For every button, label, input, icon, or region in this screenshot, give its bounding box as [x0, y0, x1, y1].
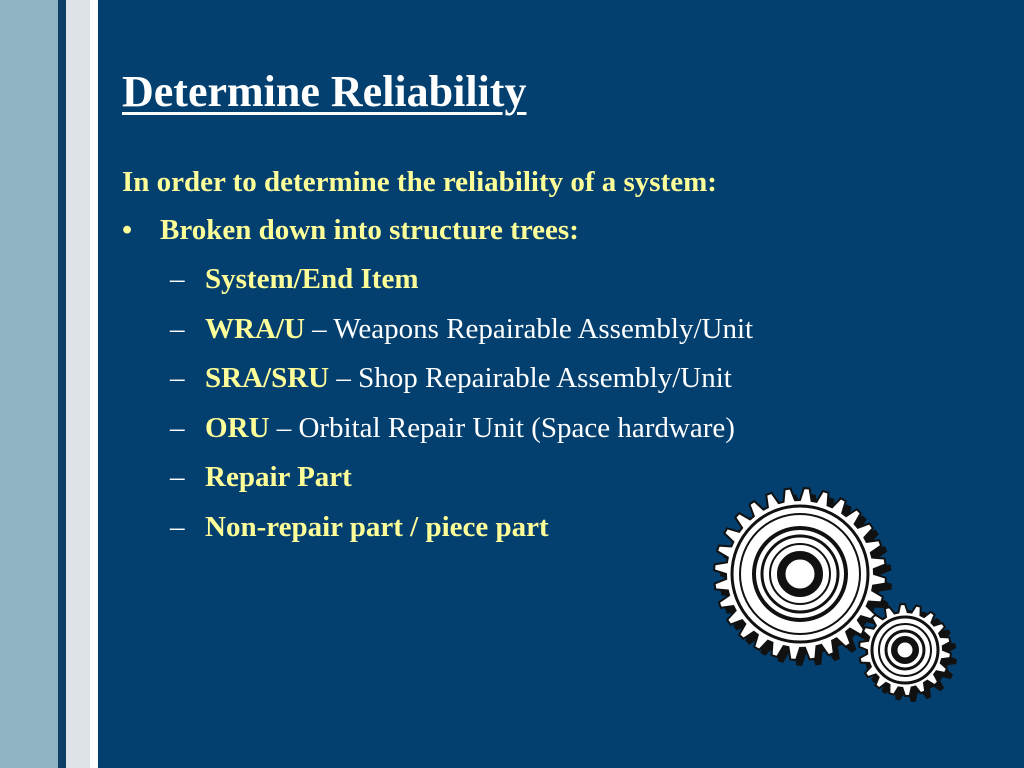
- gear-ring: [896, 641, 914, 659]
- bullet-marker: •: [122, 214, 133, 246]
- small-gear-icon: [858, 602, 957, 702]
- gears-icon: [713, 487, 957, 702]
- sub-item-desc: – Weapons Repairable Assembly/Unit: [304, 312, 754, 345]
- sub-item-term: System/End Item: [205, 263, 419, 295]
- sub-item-desc: – Orbital Repair Unit (Space hardware): [269, 411, 735, 444]
- sub-item-desc: – Shop Repairable Assembly/Unit: [329, 362, 732, 395]
- dash-marker: –: [170, 411, 185, 444]
- large-gear-icon: [713, 487, 892, 666]
- sub-item-oru: –ORU – Orbital Repair Unit (Space hardwa…: [170, 411, 753, 461]
- dash-marker: –: [170, 510, 185, 543]
- structure-tree-list: –System/End Item –WRA/U – Weapons Repair…: [170, 262, 753, 560]
- sub-item-term: Non-repair part / piece part: [205, 510, 549, 543]
- bullet-item: • Broken down into structure trees:: [122, 214, 579, 247]
- slide-title: Determine Reliability: [122, 67, 527, 116]
- intro-text: In order to determine the reliability of…: [122, 166, 717, 198]
- sub-item-system-end-item: –System/End Item: [170, 262, 753, 312]
- left-band-white: [90, 0, 98, 768]
- dash-marker: –: [170, 263, 185, 295]
- bullet-text: Broken down into structure trees:: [160, 214, 579, 246]
- dash-marker: –: [170, 461, 185, 494]
- sub-item-term: WRA/U: [205, 312, 305, 345]
- sub-item-term: SRA/SRU: [205, 362, 330, 395]
- gear-ring: [784, 558, 816, 590]
- dash-marker: –: [170, 362, 185, 395]
- sub-item-repair-part: –Repair Part: [170, 460, 753, 510]
- sub-item-term: ORU: [205, 411, 270, 444]
- dash-marker: –: [170, 312, 185, 345]
- sub-item-sra-sru: –SRA/SRU – Shop Repairable Assembly/Unit: [170, 361, 753, 411]
- left-band-grey: [66, 0, 90, 768]
- sub-item-wra-u: –WRA/U – Weapons Repairable Assembly/Uni…: [170, 312, 753, 362]
- left-band-light: [0, 0, 58, 768]
- sub-item-term: Repair Part: [205, 461, 352, 494]
- left-band-dark: [58, 0, 66, 768]
- sub-item-non-repair-part: –Non-repair part / piece part: [170, 510, 753, 560]
